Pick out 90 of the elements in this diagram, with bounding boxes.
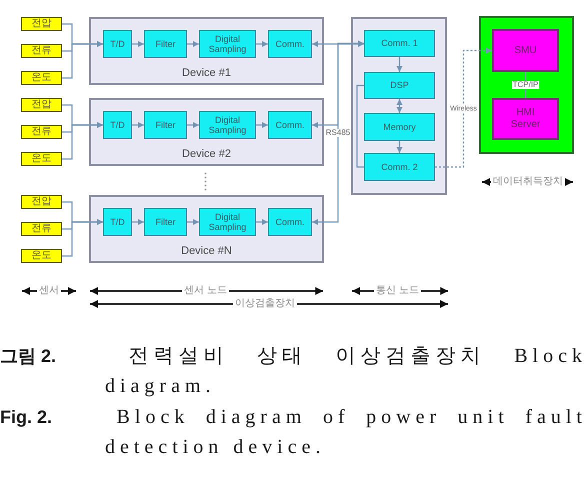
block-label: T/D xyxy=(110,38,125,50)
sensor-label: 전압 xyxy=(32,19,52,29)
sensor-label: 전압 xyxy=(32,100,52,110)
group-panel xyxy=(351,17,447,195)
device-panel xyxy=(89,17,324,85)
sensor-box xyxy=(21,249,62,263)
block-label: HMI Server xyxy=(510,107,542,131)
sensor-label: 전류 xyxy=(32,46,52,56)
arrow xyxy=(256,41,268,47)
arrow xyxy=(396,141,402,153)
block-label: Memory xyxy=(383,122,416,132)
dimension-label: 데이터취득장치 xyxy=(492,177,564,187)
dashed-arrow xyxy=(435,48,492,168)
device-label: Device #N xyxy=(181,246,232,257)
server-block xyxy=(492,29,559,72)
sensor-box xyxy=(21,152,62,166)
sensor-label: 전압 xyxy=(32,197,52,207)
device-label: Device #2 xyxy=(182,149,231,160)
block-label: Comm. xyxy=(276,120,304,130)
process-block xyxy=(103,111,132,139)
server-block xyxy=(492,98,559,140)
sensor-label: 온도 xyxy=(32,73,52,83)
figure-caption: 그림 2. 전력설비 상태 이상검출장치 Block diagram. xyxy=(0,344,587,399)
block-label: T/D xyxy=(110,216,125,228)
block-label: Digital Sampling xyxy=(208,34,248,54)
block-label: Digital Sampling xyxy=(208,114,248,136)
dimension-label: 센서 노드 xyxy=(183,286,228,296)
arrow xyxy=(396,57,402,72)
block-label: DSP xyxy=(390,80,409,91)
sensor-box xyxy=(21,17,62,31)
arrow xyxy=(396,99,402,113)
arrow xyxy=(312,40,364,225)
process-block xyxy=(364,113,435,141)
arrow xyxy=(132,122,144,128)
arrow xyxy=(187,219,199,225)
arrow xyxy=(132,41,144,47)
dimension-label: 통신 노드 xyxy=(375,286,420,296)
sensor-box xyxy=(21,195,62,209)
arrow xyxy=(312,41,364,47)
process-block xyxy=(268,30,312,58)
device-label: Device #1 xyxy=(182,68,231,79)
dimension-label: 이상검출장치 xyxy=(234,299,296,309)
block-label: Comm. xyxy=(276,216,304,228)
arrow xyxy=(187,41,199,47)
process-block xyxy=(199,208,256,236)
dimension-label: 센서 xyxy=(38,286,60,296)
process-block xyxy=(199,111,256,139)
block-label: SMU xyxy=(514,44,537,56)
sensor-box xyxy=(21,71,62,85)
edge-label: TCP/IP xyxy=(512,81,540,89)
process-block xyxy=(103,208,132,236)
device-panel xyxy=(89,195,324,263)
block-label: Filter xyxy=(156,216,176,228)
process-block xyxy=(364,72,435,99)
sensor-box xyxy=(21,222,62,236)
block-label: T/D xyxy=(110,120,125,130)
arrow xyxy=(256,219,268,225)
process-block xyxy=(103,30,132,58)
sensor-label: 전류 xyxy=(32,127,52,137)
process-block xyxy=(268,111,312,139)
block-label: Digital Sampling xyxy=(208,212,248,232)
device-panel xyxy=(89,98,324,166)
block-label: Comm. 2 xyxy=(381,162,418,172)
process-block xyxy=(144,30,187,58)
sensor-box xyxy=(21,125,62,139)
group-panel xyxy=(479,16,574,154)
figure-caption: Fig. 2. Block diagram of power unit fault detection device. xyxy=(0,405,587,460)
block-label: Comm. xyxy=(276,38,304,50)
sensor-label: 온도 xyxy=(32,251,52,261)
process-block xyxy=(268,208,312,236)
arrow xyxy=(62,219,103,257)
sensor-box xyxy=(21,44,62,58)
block-label: Filter xyxy=(156,38,176,50)
arrow xyxy=(62,122,103,160)
block-label: Filter xyxy=(156,120,176,130)
sensor-box xyxy=(21,98,62,112)
connector-line xyxy=(356,84,364,168)
process-block xyxy=(144,208,187,236)
process-block xyxy=(364,153,435,181)
arrow xyxy=(256,122,268,128)
process-block xyxy=(199,30,256,58)
arrow xyxy=(132,219,144,225)
block-label: Comm. 1 xyxy=(381,38,418,49)
arrow xyxy=(62,41,103,79)
sensor-label: 온도 xyxy=(32,154,52,164)
process-block xyxy=(144,111,187,139)
edge-label: RS485 xyxy=(324,128,352,137)
process-block xyxy=(364,30,435,57)
arrow xyxy=(187,122,199,128)
sensor-label: 전류 xyxy=(32,224,52,234)
